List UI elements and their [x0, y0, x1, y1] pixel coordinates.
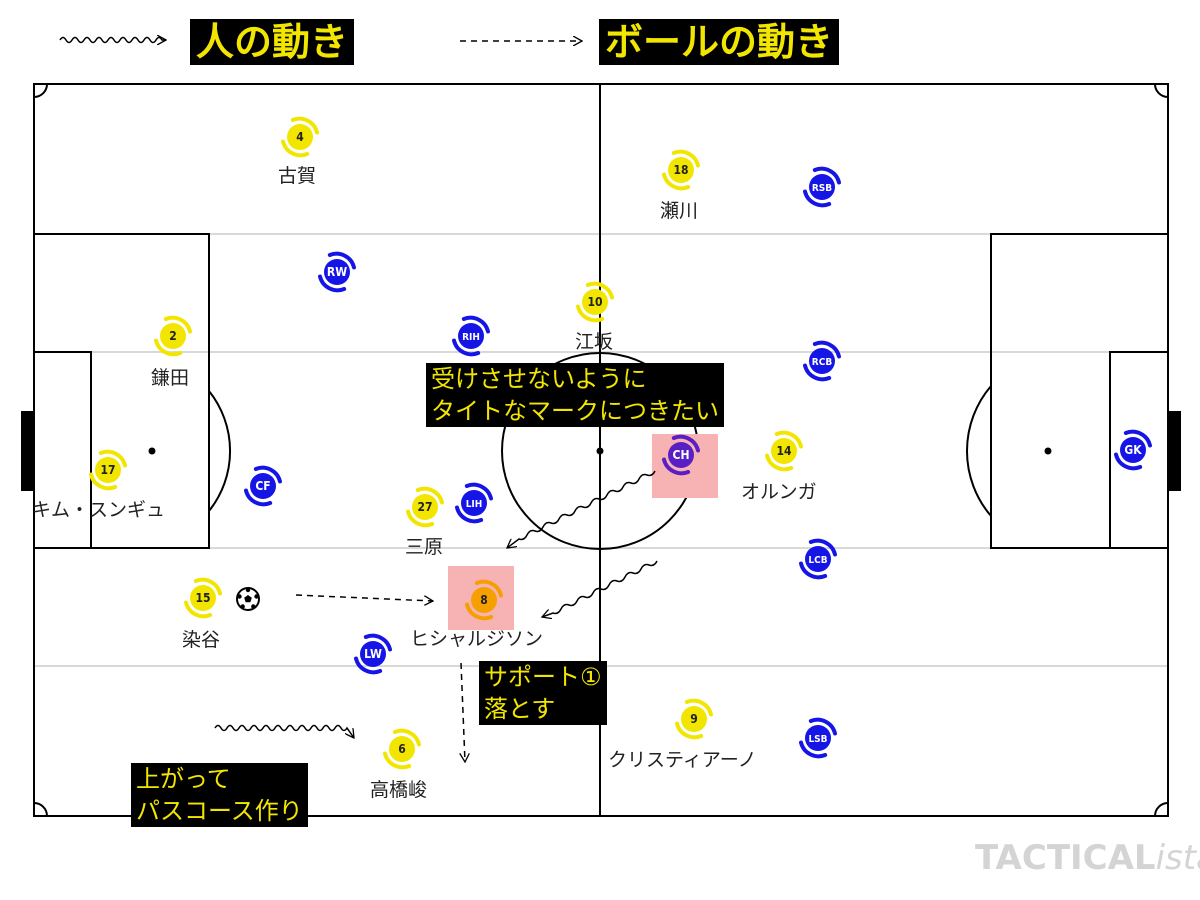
brand-main: TACTICAL	[975, 838, 1156, 878]
callout-mark-line-1: 受けさせないように	[431, 365, 647, 393]
yellow-player-27: 27	[406, 486, 444, 528]
brand-sub: ista	[1155, 838, 1200, 878]
yellow-player-2-label: 2	[169, 329, 177, 343]
yellow-player-8-label: 8	[480, 593, 488, 607]
yellow-player-17-label: 17	[100, 463, 115, 477]
yellow-player-14-label: 14	[776, 444, 792, 458]
pass-arrow	[295, 594, 433, 601]
yellow-player-17: 17	[89, 449, 127, 491]
corner-arc	[33, 83, 48, 98]
yellow-player-18-label: 18	[673, 163, 688, 177]
blue-player-gk-label: GK	[1124, 443, 1142, 457]
right-penalty-spot	[1044, 447, 1052, 455]
blue-player-ch-label: CH	[673, 448, 690, 462]
player-name-17: キム・スンギュ	[32, 499, 166, 521]
blue-player-rih: RIH	[452, 315, 490, 357]
corner-arc	[1154, 83, 1169, 98]
yellow-player-6: 6	[383, 728, 421, 770]
corner-arc	[33, 802, 48, 817]
press-run-arrow-2	[542, 560, 658, 617]
yellow-player-14: 14	[765, 430, 803, 472]
blue-player-lw-label: LW	[364, 647, 382, 661]
player-name-18: 瀬川	[660, 200, 699, 222]
callout-support: サポート① 落とす	[479, 661, 607, 725]
callout-run-line-1: 上がって	[136, 765, 231, 793]
center-spot	[596, 447, 604, 455]
blue-player-lih-label: LIH	[466, 499, 483, 510]
blue-player-rcb-label: RCB	[812, 357, 833, 368]
blue-player-rih-label: RIH	[462, 332, 480, 343]
legend-player-move-label: 人の動き	[190, 19, 355, 65]
yellow-player-2: 2	[154, 315, 192, 357]
blue-player-rsb: RSB	[803, 166, 841, 208]
player-name-14: オルンガ	[741, 481, 817, 503]
left-goal	[21, 411, 35, 491]
callout-mark-line-2: タイトなマークにつきたい	[431, 397, 719, 425]
player-name-15: 染谷	[182, 629, 221, 651]
legend-ball-move-label: ボールの動き	[599, 19, 840, 65]
player-name-4: 古賀	[278, 165, 317, 187]
yellow-player-15: 15	[184, 577, 222, 619]
blue-player-lcb-label: LCB	[808, 555, 827, 566]
callout-support-line-1: サポート①	[484, 663, 602, 691]
blue-player-cf-label: CF	[255, 479, 270, 493]
left-penalty-spot	[148, 447, 156, 455]
right-penalty-arc	[966, 385, 992, 517]
legend-player-move-arrow	[59, 38, 166, 43]
yellow-player-27-label: 27	[417, 500, 432, 514]
callout-mark: 受けさせないように タイトなマークにつきたい	[426, 363, 724, 427]
right-penalty-area	[990, 233, 1169, 549]
callout-run-line-2: パスコース作り	[136, 797, 303, 825]
yellow-player-10-label: 10	[587, 295, 602, 309]
player-name-27: 三原	[405, 536, 444, 558]
yellow-player-9: 9	[675, 698, 713, 740]
player-name-2: 鎌田	[151, 367, 190, 389]
blue-player-lcb: LCB	[799, 538, 837, 580]
right-goal	[1167, 411, 1181, 491]
blue-player-rw-label: RW	[327, 265, 347, 279]
corner-arc	[1154, 802, 1169, 817]
callout-support-line-2: 落とす	[484, 695, 556, 723]
player-name-10: 江坂	[575, 331, 614, 353]
yellow-player-10: 10	[576, 281, 614, 323]
support-run-arrow	[214, 724, 354, 739]
blue-player-lih: LIH	[455, 482, 493, 524]
ball-icon	[236, 587, 260, 611]
player-name-9: クリスティアーノ	[608, 749, 757, 771]
yellow-player-4: 4	[281, 116, 319, 158]
blue-player-gk: GK	[1114, 429, 1152, 471]
tactical-ista-logo: TACTICALista	[975, 838, 1200, 878]
blue-player-rsb-label: RSB	[812, 183, 832, 194]
press-run-arrow-1	[507, 470, 656, 548]
blue-player-cf: CF	[244, 465, 282, 507]
callout-run: 上がって パスコース作り	[131, 763, 308, 827]
blue-player-lw: LW	[354, 633, 392, 675]
blue-player-lsb: LSB	[799, 717, 837, 759]
blue-player-lsb-label: LSB	[808, 734, 827, 745]
blue-player-ch: CH	[662, 434, 700, 476]
blue-player-rw: RW	[318, 251, 356, 293]
yellow-player-8: 8	[465, 579, 503, 621]
blue-player-rcb: RCB	[803, 340, 841, 382]
yellow-player-6-label: 6	[398, 742, 406, 756]
yellow-player-9-label: 9	[690, 712, 698, 726]
player-name-6: 高橋峻	[370, 779, 428, 801]
yellow-player-4-label: 4	[296, 130, 304, 144]
pitch	[21, 83, 1181, 817]
drop-pass-arrow	[461, 662, 465, 762]
left-penalty-arc	[208, 390, 232, 512]
yellow-player-18: 18	[662, 149, 700, 191]
yellow-player-15-label: 15	[195, 591, 210, 605]
player-name-8: ヒシャルジソン	[410, 628, 544, 650]
